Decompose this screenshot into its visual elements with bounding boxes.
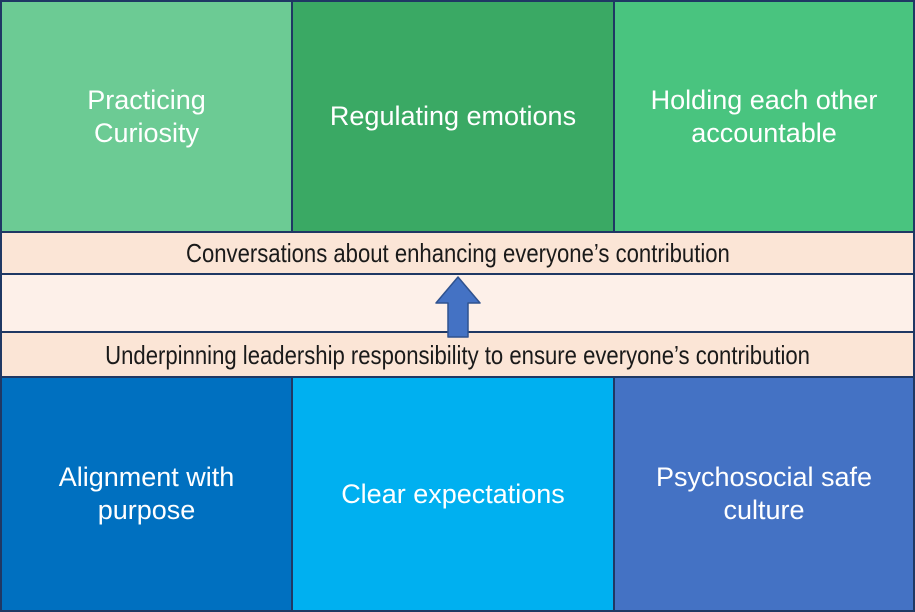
underpinning-band-label: Underpinning leadership responsibility t… xyxy=(105,339,810,370)
box-holding-accountable: Holding each other accountable xyxy=(613,2,913,231)
box-clear-expectations-label: Clear expectations xyxy=(341,478,565,509)
arrow-band xyxy=(2,273,913,338)
up-arrow-shape xyxy=(434,276,481,338)
up-arrow-icon xyxy=(434,276,481,338)
conversations-band: Conversations about enhancing everyone’s… xyxy=(2,231,913,273)
box-alignment-purpose-label: Alignment with purpose xyxy=(58,462,235,525)
box-psychosocial-culture: Psychosocial safe culture xyxy=(613,378,913,610)
box-psychosocial-culture-label: Psychosocial safe culture xyxy=(655,462,873,525)
box-practicing-curiosity-label: Practicing Curiosity xyxy=(87,84,206,148)
box-clear-expectations: Clear expectations xyxy=(291,378,613,610)
box-alignment-purpose: Alignment with purpose xyxy=(2,378,291,610)
underpinning-band: Underpinning leadership responsibility t… xyxy=(2,331,913,376)
conversations-band-label: Conversations about enhancing everyone’s… xyxy=(185,238,730,268)
bottom-row: Alignment with purpose Clear expectation… xyxy=(2,376,913,610)
box-regulating-emotions-label: Regulating emotions xyxy=(329,101,577,132)
box-practicing-curiosity: Practicing Curiosity xyxy=(2,2,291,231)
box-holding-accountable-label: Holding each other accountable xyxy=(650,84,878,148)
top-row: Practicing Curiosity Regulating emotions… xyxy=(2,2,913,231)
box-regulating-emotions: Regulating emotions xyxy=(291,2,613,231)
